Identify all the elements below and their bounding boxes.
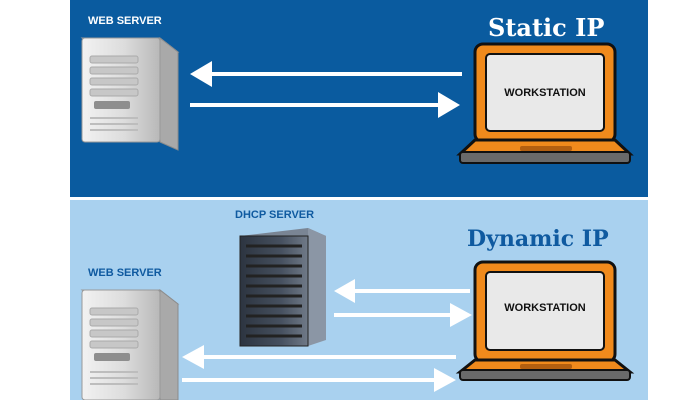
static-ip-panel: WEB SERVER Static IP <box>70 0 648 197</box>
arrow-left-icon <box>334 279 470 303</box>
web-server-icon <box>80 288 180 400</box>
web-server-icon <box>80 36 180 151</box>
laptop-icon <box>456 42 634 164</box>
arrow-right-icon <box>190 92 460 118</box>
dhcp-server-label: DHCP SERVER <box>235 209 314 221</box>
arrow-left-icon <box>182 345 456 369</box>
arrow-left-icon <box>190 61 462 87</box>
arrow-right-icon <box>334 303 472 327</box>
dynamic-ip-panel: DHCP SERVER Dynamic IP WEB SERVER <box>70 200 648 400</box>
static-workstation-label: WORKSTATION <box>504 87 586 99</box>
static-ip-title: Static IP <box>488 13 604 42</box>
dynamic-workstation-label: WORKSTATION <box>504 302 586 314</box>
arrow-right-icon <box>182 368 456 392</box>
dynamic-ip-title: Dynamic IP <box>467 226 609 252</box>
dhcp-server-icon <box>239 228 326 347</box>
dynamic-web-server-label: WEB SERVER <box>88 267 162 279</box>
laptop-icon <box>455 260 635 381</box>
static-web-server-label: WEB SERVER <box>88 15 162 27</box>
